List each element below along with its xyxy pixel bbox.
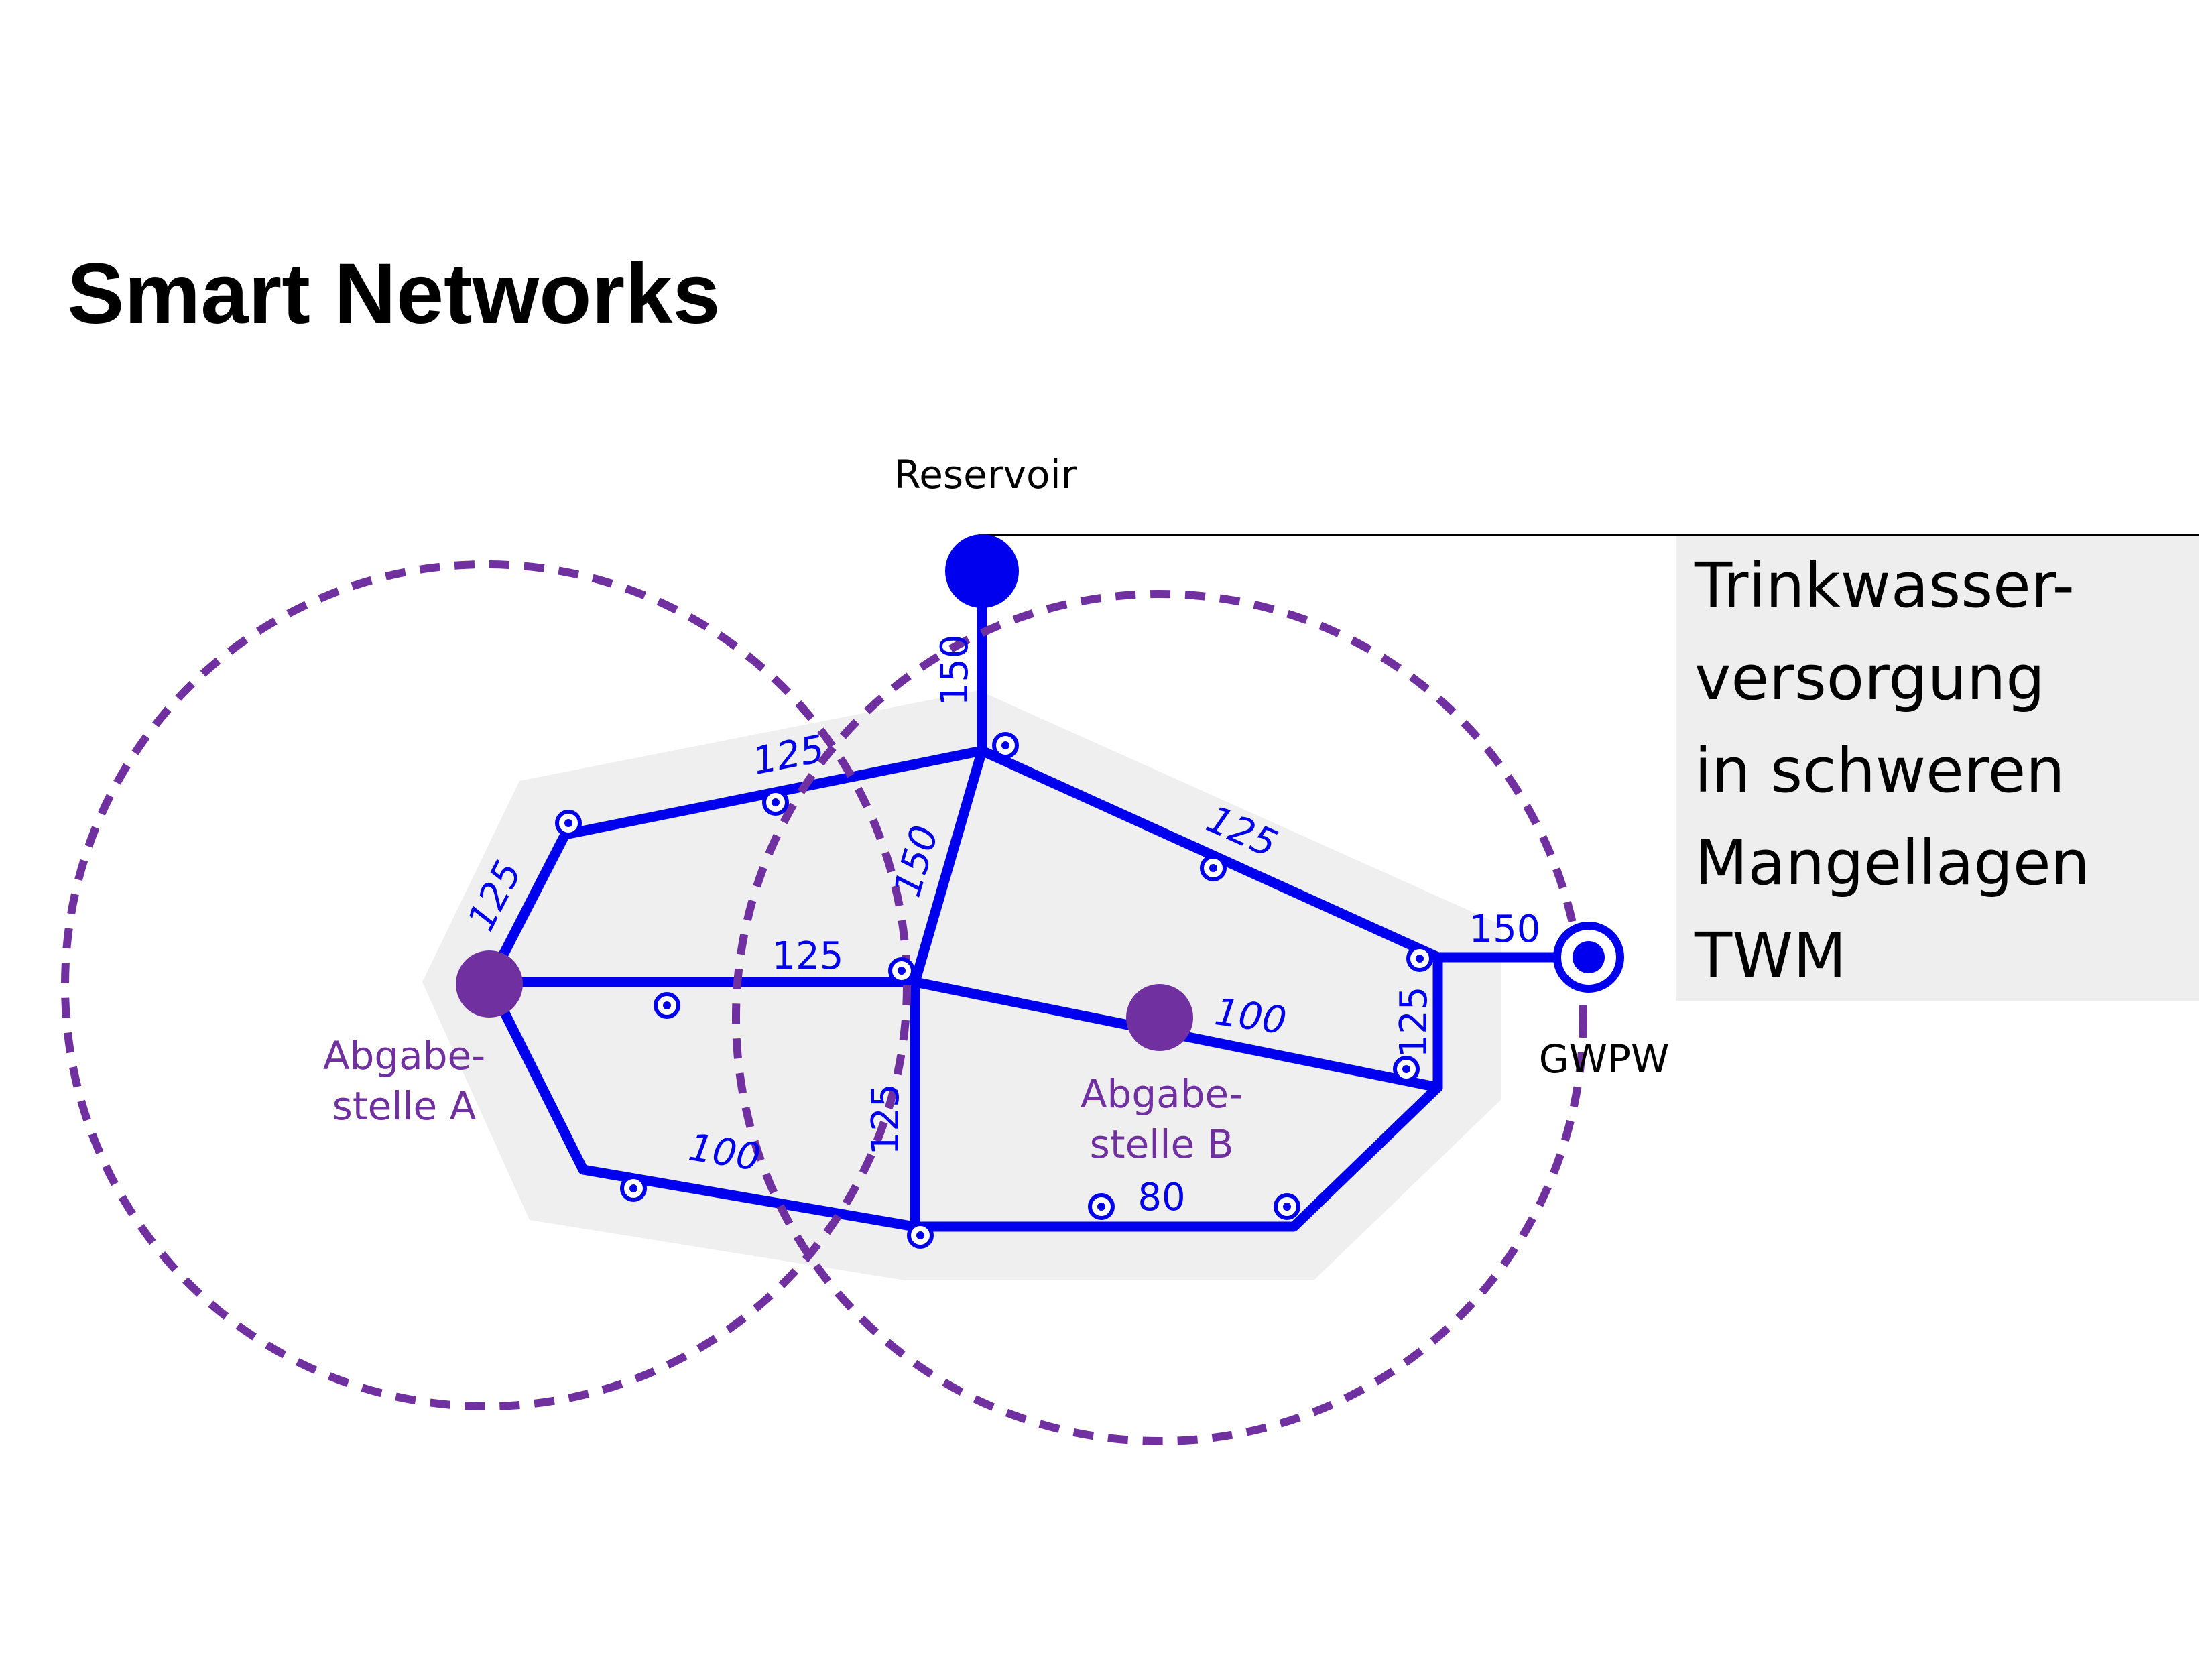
valve-icon [888, 957, 915, 984]
diameter-label-right-vertical: 125 [1392, 987, 1436, 1058]
valve-icon [762, 789, 789, 816]
abgabestelle-b-node [1126, 984, 1193, 1051]
valve-icon [1200, 855, 1227, 881]
valve-icon [1274, 1193, 1300, 1220]
abgabestelle-a-label-line-1: Abgabe- [323, 1033, 485, 1079]
gwpw-node [1553, 922, 1624, 993]
side-panel-line-4: Mangellagen [1695, 827, 2090, 899]
page-title: Smart Networks [67, 246, 721, 342]
abgabestelle-b-label-line-2: stelle B [1090, 1121, 1234, 1167]
valve-icon [992, 732, 1019, 759]
abgabestelle-b-label-line-1: Abgabe- [1081, 1071, 1243, 1117]
pipe-center-diagonal [910, 745, 987, 987]
radius-ring-b [732, 590, 1587, 1445]
valve-icon [620, 1175, 647, 1202]
valve-icon [1406, 945, 1433, 972]
side-panel [1676, 536, 2199, 1001]
diameter-label-to-gwpw: 150 [1469, 908, 1541, 951]
abgabestelle-a-node [456, 950, 523, 1018]
side-panel-line-1: Trinkwasser- [1694, 550, 2075, 621]
diameter-label-center-horizontal: 125 [772, 934, 844, 978]
radius-ring-a [61, 560, 911, 1410]
pipe-bottom-right [910, 1082, 1443, 1232]
valve-icon [907, 1222, 934, 1249]
diameter-label-reservoir-main: 150 [933, 635, 977, 706]
pipe-bottom-left [484, 977, 920, 1232]
side-panel-line-3: in schweren [1695, 735, 2065, 806]
side-panel-line-5: TWM [1694, 920, 1847, 991]
valve-icon [1088, 1193, 1115, 1220]
valve-icon [555, 810, 582, 837]
gwpw-label: GWPW [1539, 1036, 1670, 1082]
reservoir-label: Reservoir [894, 452, 1077, 497]
supply-zone [422, 690, 1501, 1280]
valve-icon [1393, 1056, 1420, 1083]
reservoir-node [945, 534, 1019, 608]
diameter-label-center-to-b: 100 [1212, 990, 1289, 1043]
abgabestelle-a-label-line-2: stelle A [332, 1083, 477, 1129]
diameter-label-center-vertical: 125 [864, 1084, 908, 1156]
side-panel-line-2: versorgung [1695, 642, 2045, 714]
valve-icon [654, 992, 680, 1019]
valves [555, 732, 1433, 1249]
diameter-label-bottom: 80 [1138, 1176, 1185, 1219]
